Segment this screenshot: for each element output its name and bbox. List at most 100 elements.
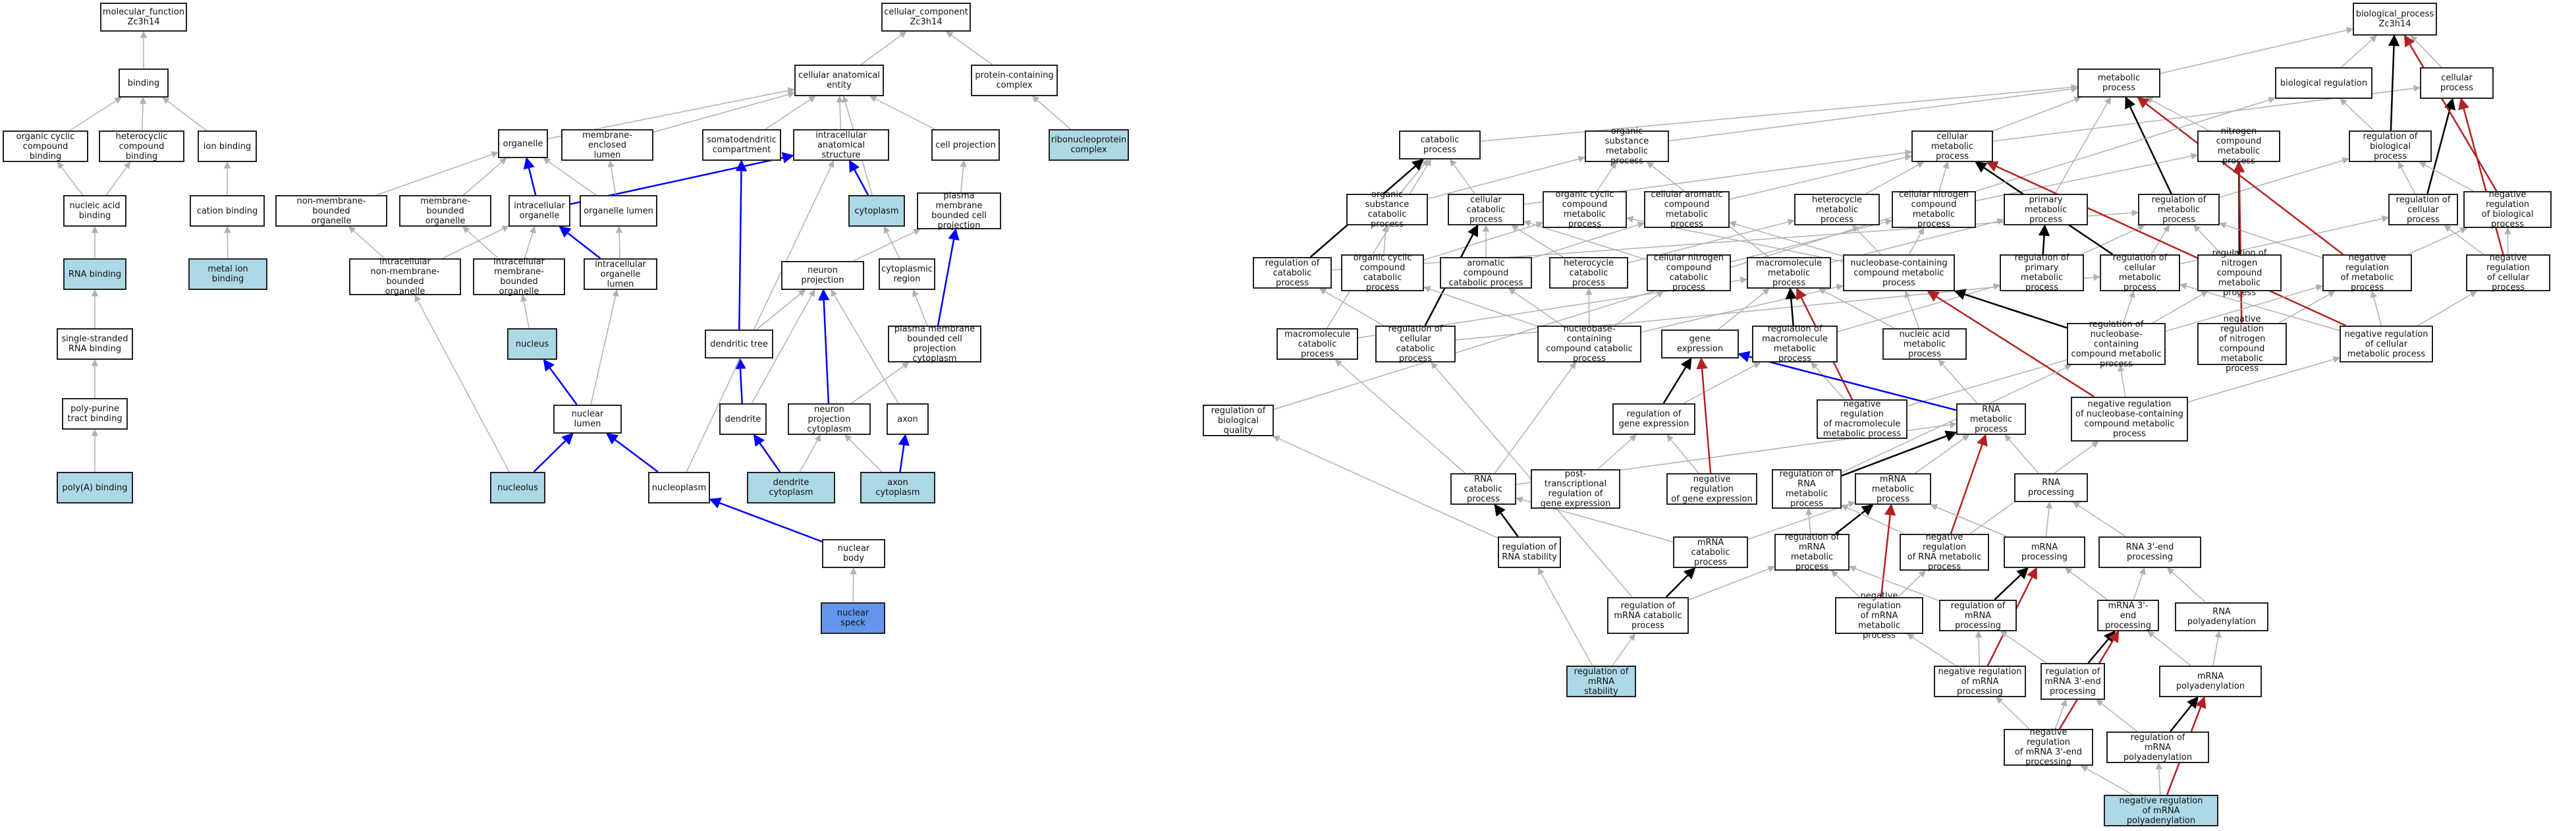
node-rna-catabolic-process[interactable]: RNA catabolic process (1450, 473, 1516, 505)
node-dendrite-cytoplasm[interactable]: dendrite cytoplasm (747, 472, 835, 503)
node-biological-regulation[interactable]: biological regulation (2275, 67, 2372, 99)
node-primary-metabolic-process[interactable]: primary metabolic process (2004, 194, 2088, 225)
node-rna-processing[interactable]: RNA processing (2014, 473, 2088, 502)
node-organic-cyclic-compound-metabolic-process[interactable]: organic cyclic compound metabolic proces… (1543, 190, 1627, 229)
node-regulation-of-macromolecule-metabolic-process[interactable]: regulation of macromolecule metabolic pr… (1752, 324, 1838, 364)
node-negative-regulation-of-cellular-metabolic-process[interactable]: negative regulation of cellular metaboli… (2340, 326, 2433, 362)
node-ribonucleoprotein-complex[interactable]: ribonucleoprotein complex (1049, 129, 1129, 161)
node-post-transcriptional-regulation-of-gene-expression[interactable]: post-transcriptional regulation of gene … (1531, 469, 1620, 509)
node-negative-regulation-of-nitrogen-compound-metabolic-process[interactable]: negative regulation of nitrogen compound… (2197, 314, 2287, 374)
node-plasma-membrane-bounded-cell-projection-cytoplasm[interactable]: plasma membrane bounded cell projection … (888, 324, 981, 364)
node-intracellular-organelle[interactable]: intracellular organelle (508, 195, 570, 227)
node-plasma-membrane-bounded-cell-projection[interactable]: plasma membrane bounded cell projection (917, 191, 1001, 231)
node-binding[interactable]: binding (119, 69, 169, 98)
node-regulation-of-metabolic-process[interactable]: regulation of metabolic process (2138, 194, 2220, 225)
node-nucleus[interactable]: nucleus (507, 328, 557, 360)
node-regulation-of-biological-process[interactable]: regulation of biological process (2349, 130, 2432, 162)
node-regulation-of-cellular-metabolic-process[interactable]: regulation of cellular metabolic process (2100, 253, 2180, 293)
node-regulation-of-nitrogen-compound-metabolic-process[interactable]: regulation of nitrogen compound metaboli… (2197, 248, 2282, 298)
node-protein-containing-complex[interactable]: protein-containing complex (971, 65, 1058, 96)
node-molecular-function-root[interactable]: molecular_function Zc3h14 (100, 3, 187, 32)
node-regulation-of-rna-stability[interactable]: regulation of RNA stability (1498, 536, 1561, 568)
node-regulation-of-mrna-metabolic-process[interactable]: regulation of mRNA metabolic process (1774, 532, 1850, 572)
node-mrna-metabolic-process[interactable]: mRNA metabolic process (1855, 473, 1931, 505)
node-cellular-component-root[interactable]: cellular_component Zc3h14 (881, 3, 971, 32)
node-ion-binding[interactable]: ion binding (198, 130, 257, 162)
node-intracellular-non-membrane-bounded-organelle[interactable]: intracellular non-membrane-bounded organ… (349, 257, 461, 297)
node-somatodendritic-compartment[interactable]: somatodendritic compartment (702, 129, 781, 161)
node-organic-cyclic-compound-binding[interactable]: organic cyclic compound binding (3, 130, 88, 162)
node-membrane-enclosed-lumen[interactable]: membrane-enclosed lumen (561, 129, 653, 161)
node-rna-3-end-processing[interactable]: RNA 3'-end processing (2098, 536, 2201, 568)
node-nuclear-body[interactable]: nuclear body (822, 539, 885, 568)
node-heterocycle-metabolic-process[interactable]: heterocycle metabolic process (1794, 194, 1880, 225)
node-heterocyclic-compound-binding[interactable]: heterocyclic compound binding (99, 130, 184, 162)
node-regulation-of-cellular-process[interactable]: regulation of cellular process (2388, 194, 2458, 225)
node-regulation-of-mrna-polyadenylation[interactable]: regulation of mRNA polyadenylation (2106, 731, 2209, 763)
node-regulation-of-mrna-catabolic-process[interactable]: regulation of mRNA catabolic process (1607, 597, 1689, 634)
node-rna-polyadenylation[interactable]: RNA polyadenylation (2175, 602, 2268, 631)
node-negative-regulation-of-mrna-metabolic-process[interactable]: negative regulation of mRNA metabolic pr… (1835, 591, 1923, 641)
node-membrane-bounded-organelle[interactable]: membrane-bounded organelle (399, 195, 491, 227)
node-regulation-of-catabolic-process[interactable]: regulation of catabolic process (1253, 257, 1332, 289)
node-catabolic-process[interactable]: catabolic process (1399, 130, 1481, 159)
node-poly-purine-tract-binding[interactable]: poly-purine tract binding (62, 398, 128, 430)
node-organelle-lumen[interactable]: organelle lumen (580, 195, 657, 227)
node-axon-cytoplasm[interactable]: axon cytoplasm (860, 472, 935, 503)
node-neuron-projection[interactable]: neuron projection (781, 261, 864, 290)
node-regulation-of-gene-expression[interactable]: regulation of gene expression (1612, 403, 1695, 435)
node-negative-regulation-of-biological-process[interactable]: negative regulation of biological proces… (2463, 190, 2552, 229)
node-cellular-catabolic-process[interactable]: cellular catabolic process (1448, 194, 1524, 225)
node-negative-regulation-of-metabolic-process[interactable]: negative regulation of metabolic process (2322, 253, 2412, 293)
node-nucleic-acid-binding[interactable]: nucleic acid binding (63, 195, 126, 227)
node-regulation-of-biological-quality[interactable]: regulation of biological quality (1203, 405, 1274, 436)
node-regulation-of-mrna-3-end-processing[interactable]: regulation of mRNA 3'-end processing (2041, 663, 2105, 700)
node-metal-ion-binding[interactable]: metal ion binding (188, 258, 267, 290)
node-rna-metabolic-process[interactable]: RNA metabolic process (1956, 403, 2026, 435)
node-regulation-of-cellular-catabolic-process[interactable]: regulation of cellular catabolic process (1375, 324, 1456, 364)
node-negative-regulation-of-rna-metabolic-process[interactable]: negative regulation of RNA metabolic pro… (1900, 532, 1989, 572)
node-cellular-nitrogen-compound-catabolic-process[interactable]: cellular nitrogen compound catabolic pro… (1647, 253, 1731, 293)
node-nucleobase-containing-compound-catabolic-process[interactable]: nucleobase-containing compound catabolic… (1537, 324, 1641, 364)
node-negative-regulation-of-mrna-polyadenylation[interactable]: negative regulation of mRNA polyadenylat… (2104, 795, 2218, 826)
node-macromolecule-metabolic-process[interactable]: macromolecule metabolic process (1747, 257, 1831, 289)
node-heterocycle-catabolic-process[interactable]: heterocycle catabolic process (1549, 257, 1628, 289)
node-dendritic-tree[interactable]: dendritic tree (705, 330, 773, 358)
node-cytoplasm[interactable]: cytoplasm (848, 195, 905, 227)
node-dendrite[interactable]: dendrite (719, 403, 767, 435)
node-cytoplasmic-region[interactable]: cytoplasmic region (879, 258, 935, 290)
node-axon[interactable]: axon (887, 403, 929, 435)
node-negative-regulation-of-macromolecule-metabolic-process[interactable]: negative regulation of macromolecule met… (1817, 399, 1907, 439)
node-cellular-process[interactable]: cellular process (2420, 67, 2494, 99)
node-negative-regulation-of-cellular-process[interactable]: negative regulation of cellular process (2466, 253, 2550, 293)
node-organelle[interactable]: organelle (498, 129, 548, 158)
node-nuclear-lumen[interactable]: nuclear lumen (553, 405, 622, 434)
node-cation-binding[interactable]: cation binding (190, 195, 265, 227)
node-nucleoplasm[interactable]: nucleoplasm (648, 472, 710, 503)
node-gene-expression[interactable]: gene expression (1661, 330, 1739, 358)
node-aromatic-compound-catabolic-process[interactable]: aromatic compound catabolic process (1440, 257, 1532, 289)
node-mrna-3-end-processing[interactable]: mRNA 3'-end processing (2097, 600, 2159, 631)
node-macromolecule-catabolic-process[interactable]: macromolecule catabolic process (1276, 328, 1358, 360)
node-mrna-catabolic-process[interactable]: mRNA catabolic process (1673, 536, 1748, 568)
node-neuron-projection-cytoplasm[interactable]: neuron projection cytoplasm (788, 403, 871, 435)
node-organic-cyclic-compound-catabolic-process[interactable]: organic cyclic compound catabolic proces… (1341, 253, 1424, 293)
node-cell-projection[interactable]: cell projection (931, 129, 1000, 161)
node-intracellular-membrane-bounded-organelle[interactable]: intracellular membrane-bounded organelle (473, 257, 565, 297)
node-non-membrane-bounded-organelle[interactable]: non-membrane-bounded organelle (275, 195, 387, 227)
node-regulation-of-rna-metabolic-process[interactable]: regulation of RNA metabolic process (1772, 469, 1842, 509)
node-negative-regulation-of-mrna-processing[interactable]: negative regulation of mRNA processing (1934, 666, 2026, 697)
node-regulation-of-mrna-processing[interactable]: regulation of mRNA processing (1939, 600, 2017, 631)
node-organic-substance-metabolic-process[interactable]: organic substance metabolic process (1585, 127, 1669, 166)
node-cellular-nitrogen-compound-metabolic-process[interactable]: cellular nitrogen compound metabolic pro… (1892, 190, 1976, 229)
node-cellular-metabolic-process[interactable]: cellular metabolic process (1911, 130, 1993, 162)
node-cellular-aromatic-compound-metabolic-process[interactable]: cellular aromatic compound metabolic pro… (1644, 190, 1730, 229)
node-intracellular-organelle-lumen[interactable]: intracellular organelle lumen (584, 258, 657, 290)
node-nitrogen-compound-metabolic-process[interactable]: nitrogen compound metabolic process (2197, 127, 2280, 166)
node-poly-a-binding[interactable]: poly(A) binding (57, 472, 133, 503)
node-biological-process-root[interactable]: biological_process Zc3h14 (2353, 3, 2437, 36)
node-nucleolus[interactable]: nucleolus (490, 472, 545, 503)
node-mrna-polyadenylation[interactable]: mRNA polyadenylation (2159, 666, 2262, 697)
node-negative-regulation-of-nucleobase-containing-compound-metabolic-process[interactable]: negative regulation of nucleobase-contai… (2071, 397, 2188, 442)
node-nuclear-speck[interactable]: nuclear speck (821, 602, 885, 634)
